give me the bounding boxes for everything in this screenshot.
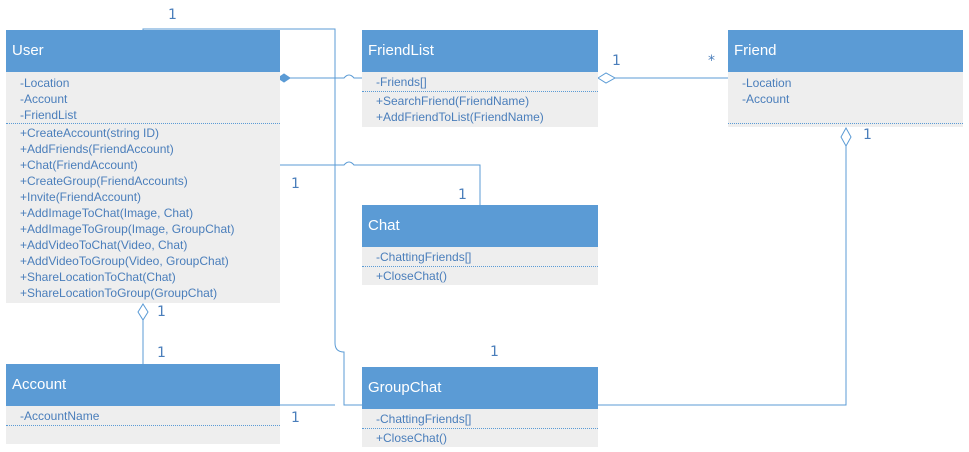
user-chat-connector (280, 161, 481, 205)
multiplicity-chat-top: 1 (458, 187, 467, 203)
method: +Chat(FriendAccount) (20, 158, 138, 172)
class-user-name: User (6, 30, 280, 72)
separator (728, 123, 963, 124)
class-friend-attributes: -Location -Account (728, 75, 963, 107)
class-chat-methods: +CloseChat() (362, 268, 598, 284)
class-groupchat[interactable]: GroupChat -ChattingFriends[] +CloseChat(… (362, 367, 598, 447)
class-friend-name: Friend (728, 30, 963, 72)
separator (362, 266, 598, 267)
multiplicity-friendlist-friend-near: 1 (612, 53, 621, 69)
class-friendlist-methods: +SearchFriend(FriendName) +AddFriendToLi… (362, 93, 598, 125)
class-account-attributes: -AccountName (6, 408, 280, 424)
class-friendlist[interactable]: FriendList -Friends[] +SearchFriend(Frie… (362, 30, 598, 127)
aggregation-diamond-friendlist (597, 72, 617, 84)
aggregation-diamond-user (137, 303, 149, 321)
attribute: -Account (742, 92, 790, 106)
separator (6, 123, 280, 124)
attribute: -Account (20, 92, 68, 106)
class-groupchat-methods: +CloseChat() (362, 430, 598, 446)
method: +CreateGroup(FriendAccounts) (20, 174, 188, 188)
composition-diamond (277, 73, 291, 83)
attribute: -ChattingFriends[] (376, 412, 472, 426)
class-user-attributes: -Location -Account -FriendList (6, 75, 280, 123)
multiplicity-user-account-lower: 1 (157, 345, 166, 361)
multiplicity-friendlist-friend-far: * (708, 53, 715, 69)
attribute: -Location (20, 76, 70, 90)
separator (6, 425, 280, 426)
method: +ShareLocationToChat(Chat) (20, 270, 176, 284)
user-groupchat-connector (142, 28, 362, 406)
attribute: -Friends[] (376, 75, 427, 89)
method: +Invite(FriendAccount) (20, 190, 142, 204)
attribute: -FriendList (20, 108, 77, 122)
attribute: -AccountName (20, 409, 100, 423)
multiplicity-account-right: 1 (291, 410, 300, 426)
method: +AddVideoToGroup(Video, GroupChat) (20, 254, 229, 268)
aggregation-diamond-friend (840, 126, 852, 148)
method: +AddImageToGroup(Image, GroupChat) (20, 222, 235, 236)
method: +SearchFriend(FriendName) (376, 94, 530, 108)
method: +CloseChat() (376, 431, 448, 445)
class-friendlist-attributes: -Friends[] (362, 74, 598, 90)
multiplicity-user-account-upper: 1 (157, 304, 166, 320)
multiplicity-friend-bottom: 1 (863, 127, 872, 143)
class-friendlist-name: FriendList (362, 30, 598, 72)
class-friend[interactable]: Friend -Location -Account (728, 30, 963, 127)
method: +AddVideoToChat(Video, Chat) (20, 238, 188, 252)
class-account-name: Account (6, 364, 280, 406)
method: +ShareLocationToGroup(GroupChat) (20, 286, 218, 300)
separator (362, 91, 598, 92)
attribute: -ChattingFriends[] (376, 250, 472, 264)
class-chat-name: Chat (362, 205, 598, 247)
multiplicity-groupchat-top: 1 (490, 344, 499, 360)
method: +AddImageToChat(Image, Chat) (20, 206, 194, 220)
class-chat[interactable]: Chat -ChattingFriends[] +CloseChat() (362, 205, 598, 285)
multiplicity-user-chat: 1 (291, 176, 300, 192)
method: +CreateAccount(string ID) (20, 126, 160, 140)
class-user-methods: +CreateAccount(string ID) +AddFriends(Fr… (6, 125, 280, 301)
method: +AddFriendToList(FriendName) (376, 110, 544, 124)
class-chat-attributes: -ChattingFriends[] (362, 249, 598, 265)
class-user[interactable]: User -Location -Account -FriendList +Cre… (6, 30, 280, 303)
user-friendlist-connector (283, 74, 362, 79)
multiplicity-user-top: 1 (168, 7, 177, 23)
class-groupchat-name: GroupChat (362, 367, 598, 409)
class-groupchat-attributes: -ChattingFriends[] (362, 411, 598, 427)
method: +AddFriends(FriendAccount) (20, 142, 174, 156)
method: +CloseChat() (376, 269, 448, 283)
class-account[interactable]: Account -AccountName (6, 364, 280, 444)
separator (362, 428, 598, 429)
friend-groupchat-connector (598, 146, 847, 406)
attribute: -Location (742, 76, 792, 90)
